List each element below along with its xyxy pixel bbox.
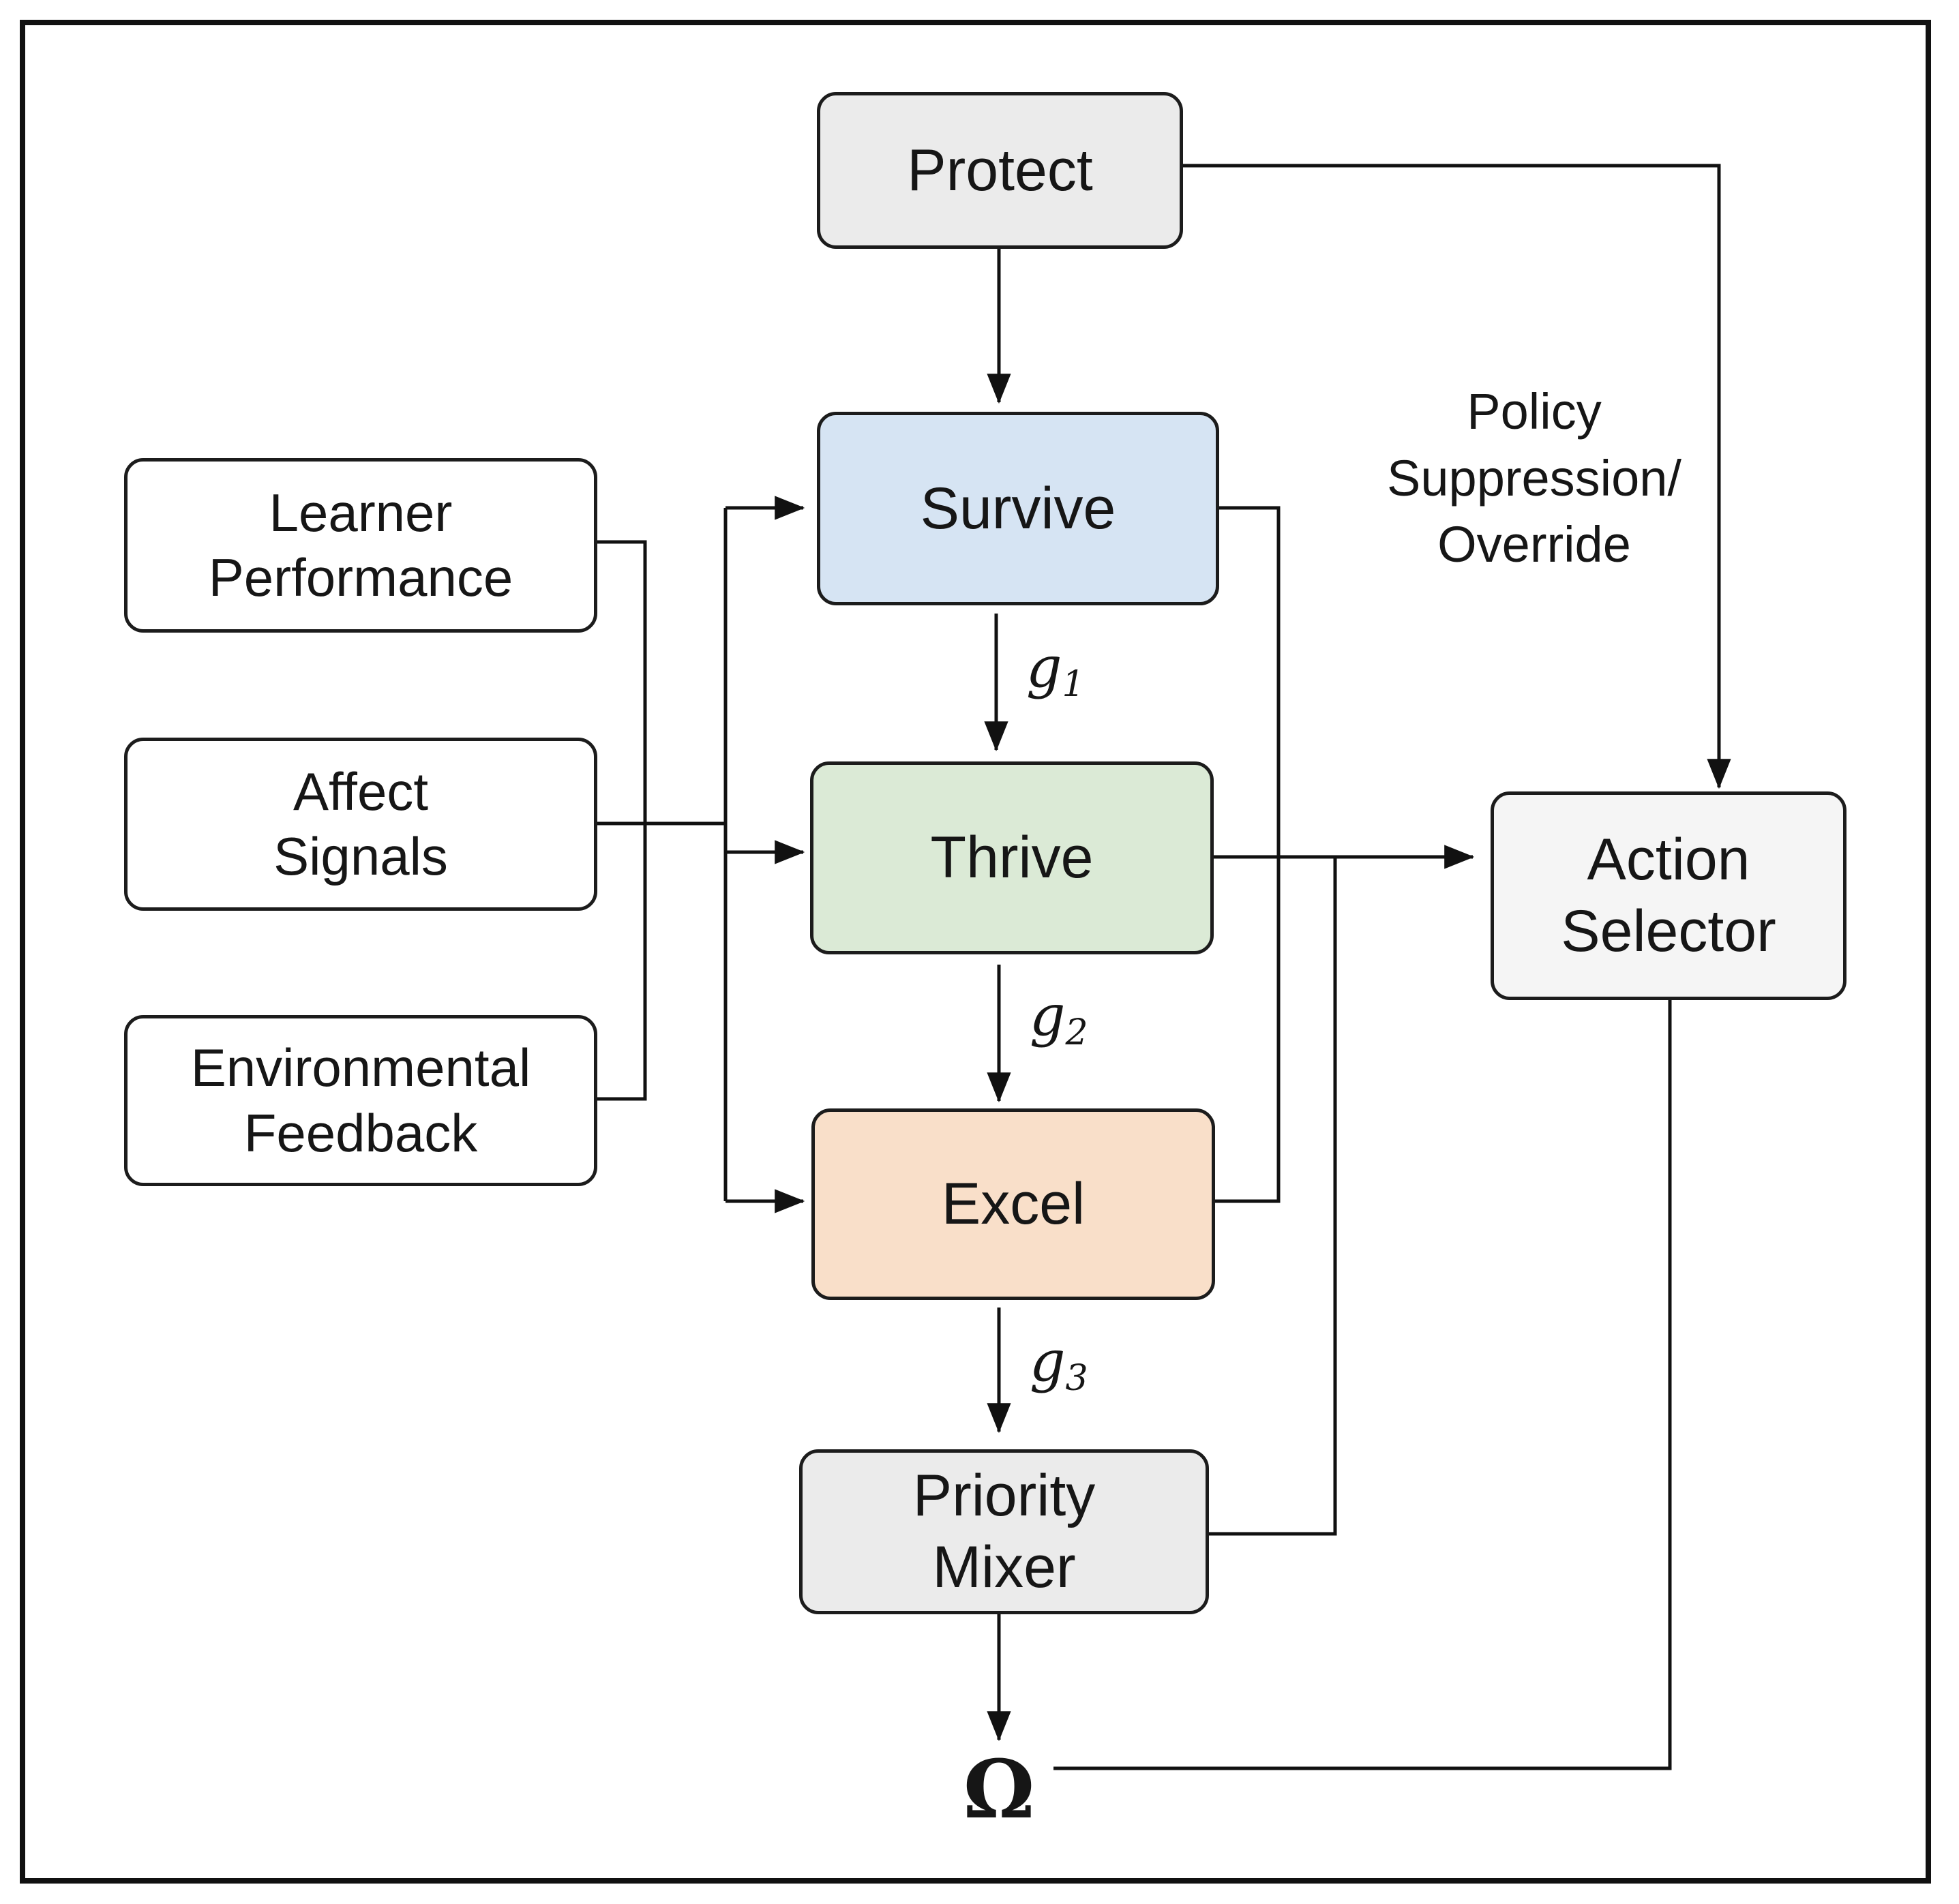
affect-signals-label: Affect Signals <box>273 761 448 886</box>
action-selector-label: Action Selector <box>1561 827 1776 964</box>
environmental-feedback-label: Environmental Feedback <box>190 1038 531 1163</box>
excel-box: Excel <box>811 1108 1215 1300</box>
survive-label: Survive <box>920 475 1116 541</box>
gate-g2-label: g2 <box>1030 984 1088 1053</box>
affect-signals-box: Affect Signals <box>124 738 597 911</box>
protect-box: Protect <box>817 92 1183 249</box>
thrive-label: Thrive <box>930 825 1094 891</box>
priority-mixer-box: Priority Mixer <box>799 1449 1209 1614</box>
survive-box: Survive <box>817 412 1219 605</box>
learner-performance-box: Learner Performance <box>124 458 597 633</box>
thrive-box: Thrive <box>810 761 1214 954</box>
policy-override-label: Policy Suppression/ Override <box>1387 383 1681 573</box>
link-action-selector-to-omega <box>1053 1000 1672 1770</box>
action-selector-box: Action Selector <box>1491 791 1846 1000</box>
link-survive-excel-loop <box>1215 506 1281 1203</box>
protect-label: Protect <box>907 137 1093 203</box>
environmental-feedback-box: Environmental Feedback <box>124 1015 597 1186</box>
bus-learner-performance <box>597 540 647 1101</box>
gate-g3-label: g3 <box>1030 1329 1088 1399</box>
link-priority-mixer-to-merge <box>1209 857 1337 1536</box>
excel-label: Excel <box>941 1171 1086 1237</box>
priority-mixer-label: Priority Mixer <box>912 1463 1096 1600</box>
omega-output-symbol: Ω <box>963 1742 1035 1837</box>
gate-g1-label: g1 <box>1026 635 1085 705</box>
arrow-protect-to-action-selector <box>1183 164 1731 789</box>
learner-performance-label: Learner Performance <box>208 482 513 607</box>
